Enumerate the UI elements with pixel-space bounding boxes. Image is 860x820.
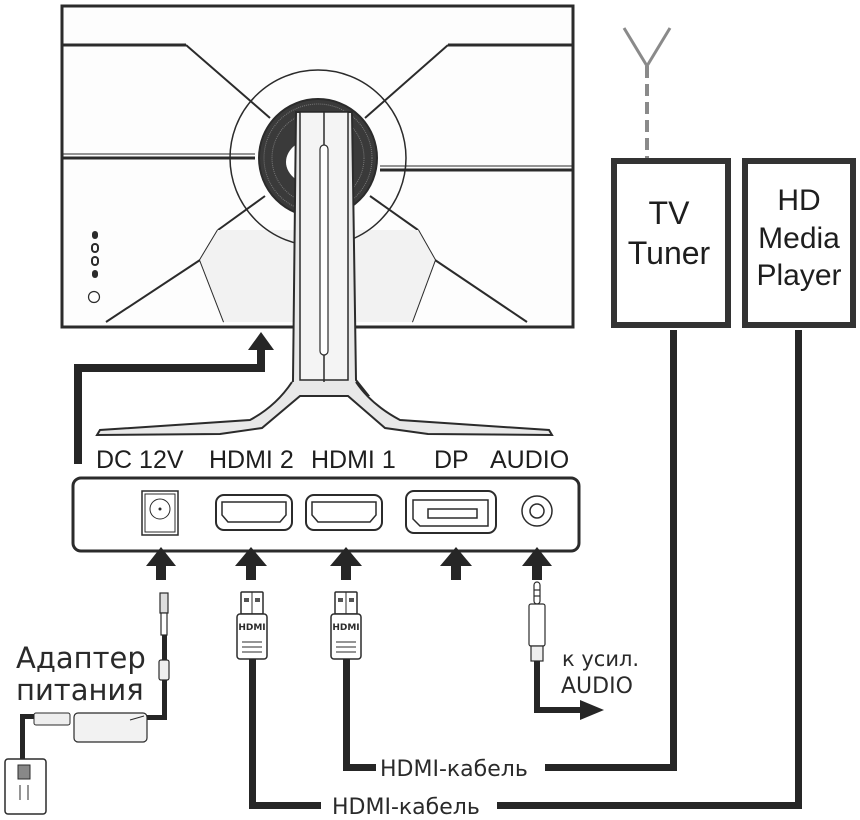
monitor-button[interactable] xyxy=(91,256,99,266)
wall-outlet-icon xyxy=(4,758,47,815)
hdmi-cable-caption-player: HDMI-кабель xyxy=(332,795,480,820)
arrow-right-icon xyxy=(580,700,604,720)
monitor-button[interactable] xyxy=(92,231,98,239)
hdmi-plug-2: HDMI xyxy=(236,591,268,660)
port-panel xyxy=(71,476,581,553)
audio-out-caption-line2: AUDIO xyxy=(561,674,633,699)
port-arrows xyxy=(146,547,552,580)
adapter-caption-line1: Адаптер xyxy=(16,641,146,675)
ac-plug-icon xyxy=(33,712,71,726)
power-button[interactable] xyxy=(87,290,101,304)
hdmi2-port[interactable] xyxy=(215,494,293,531)
port-label-dp: DP xyxy=(434,446,469,474)
adapter-caption-line2: питания xyxy=(16,673,144,707)
tv-tuner-label-line1: TV xyxy=(649,195,691,231)
hd-media-player-device: HD Media Player xyxy=(742,158,856,328)
arrow-up-icon xyxy=(235,547,267,580)
port-label-dc: DC 12V xyxy=(96,446,184,474)
monitor-stand xyxy=(95,111,554,437)
stand-base xyxy=(95,381,554,437)
monitor-buttons xyxy=(87,231,101,304)
hdmi-plug-1: HDMI xyxy=(330,591,362,660)
audio-out-cable xyxy=(534,661,604,720)
dc-jack-port[interactable] xyxy=(141,490,179,536)
power-adapter-chain xyxy=(4,592,170,815)
port-label-hdmi1: HDMI 1 xyxy=(311,446,396,474)
hdmi1-port[interactable] xyxy=(305,494,383,531)
hdmi-plug-label: HDMI xyxy=(238,623,265,633)
media-player-label-line2: Media xyxy=(758,222,840,255)
audio-out-caption-line1: к усил. xyxy=(562,647,639,671)
tv-tuner-device: TV Tuner xyxy=(611,158,731,328)
arrow-up-icon xyxy=(522,547,552,580)
antenna-icon xyxy=(622,27,672,158)
media-player-label-line1: HD xyxy=(777,184,820,217)
arrow-up-icon xyxy=(440,547,472,580)
port-labels: DC 12V HDMI 2 HDMI 1 DP AUDIO xyxy=(96,446,569,474)
port-label-hdmi2: HDMI 2 xyxy=(209,446,294,474)
port-label-audio: AUDIO xyxy=(490,446,569,474)
hdmi-cable-tv-tuner xyxy=(343,330,677,771)
power-route-arrow xyxy=(74,332,274,464)
power-adapter-brick xyxy=(73,712,148,743)
audio-jack-port[interactable] xyxy=(521,495,553,527)
arrow-up-icon xyxy=(330,547,362,580)
hdmi-cable-caption-tuner: HDMI-кабель xyxy=(380,757,528,782)
audio-plug-icon xyxy=(528,581,546,662)
dp-port[interactable] xyxy=(405,490,497,534)
media-player-label-line3: Player xyxy=(756,259,841,292)
monitor-button[interactable] xyxy=(91,243,99,253)
stand-cable-slot xyxy=(319,144,329,356)
monitor-button[interactable] xyxy=(92,270,98,278)
tv-tuner-label-line2: Tuner xyxy=(628,235,711,271)
hdmi-plug-label: HDMI xyxy=(332,623,359,633)
arrow-up-icon xyxy=(146,547,176,580)
hdmi-cable-media-player xyxy=(249,330,802,809)
